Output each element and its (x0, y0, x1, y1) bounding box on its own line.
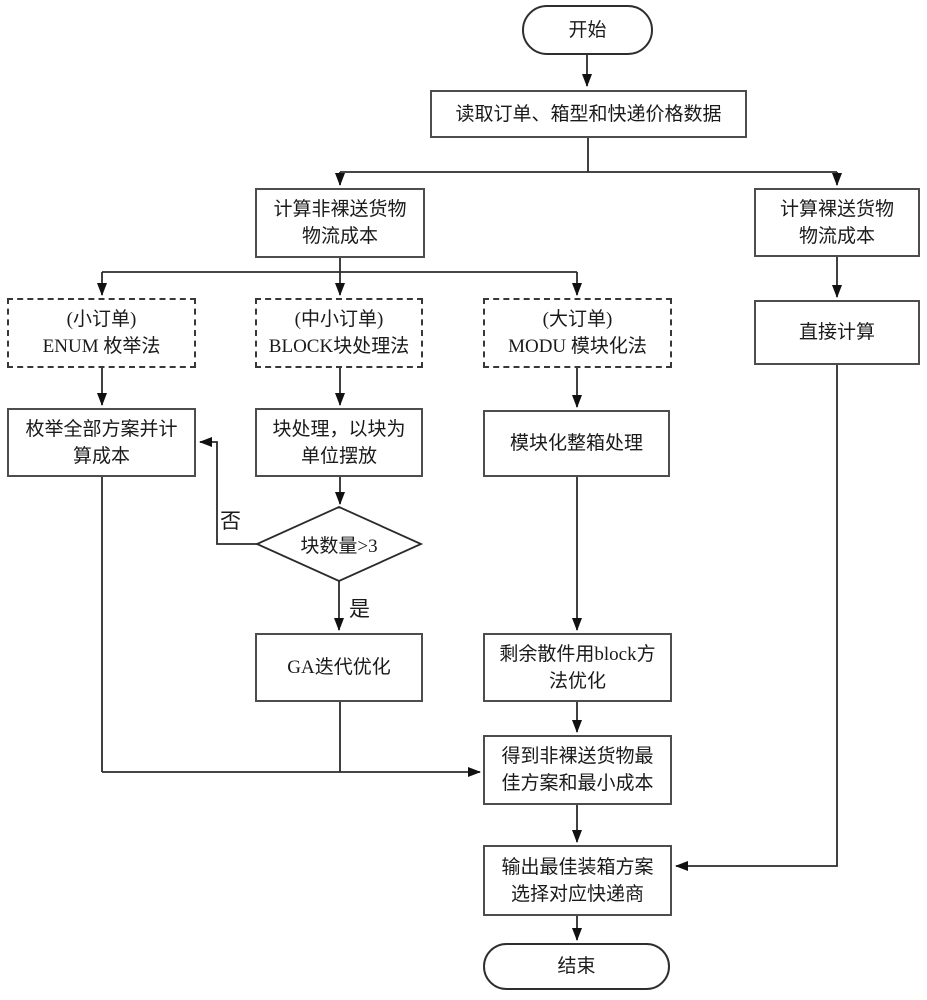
node-read-data-label: 读取订单、箱型和快递价格数据 (455, 103, 722, 125)
node-line: 块处理，以块为 (272, 418, 406, 440)
node-end: 结束 (483, 943, 670, 990)
node-line: 计算裸送货物 (779, 198, 894, 220)
node-line: (小订单) (66, 309, 137, 330)
node-modularize-label: 模块化整箱处理 (509, 433, 643, 454)
node-enum-method: (小订单) ENUM 枚举法 (7, 298, 196, 368)
decision-diamond-shape (254, 506, 424, 582)
node-line: 单位摆放 (300, 445, 377, 467)
node-best-plan-min-cost: 得到非裸送货物最 佳方案和最小成本 (483, 735, 672, 805)
node-block-processing: 块处理，以块为 单位摆放 (255, 408, 423, 477)
node-line: BLOCK块处理法 (268, 336, 410, 357)
node-line: 佳方案和最小成本 (501, 773, 654, 794)
node-ga-optimization: GA迭代优化 (255, 633, 423, 702)
node-ga-label: GA迭代优化 (287, 657, 391, 678)
edge-decision-no-to-enum-all (199, 437, 258, 545)
node-line: 剩余散件用block方 (499, 643, 656, 665)
node-modu-method: (大订单) MODU 模块化法 (483, 298, 672, 368)
node-modularize-whole-box: 模块化整箱处理 (483, 410, 670, 477)
edge-label-yes: 是 (349, 597, 370, 621)
edge-direct-to-output (675, 365, 838, 871)
node-line: 得到非裸送货物最 (501, 746, 654, 767)
node-line: (大订单) (542, 309, 613, 330)
node-line: 物流成本 (301, 226, 378, 247)
node-direct-calc-label: 直接计算 (798, 322, 875, 343)
node-direct-calc: 直接计算 (754, 300, 920, 365)
node-line: 法优化 (548, 670, 606, 692)
node-block-method: (中小订单) BLOCK块处理法 (255, 298, 423, 368)
node-remainder-block-optimize: 剩余散件用block方 法优化 (483, 633, 672, 702)
node-start-label: 开始 (568, 19, 607, 41)
node-start: 开始 (522, 5, 653, 55)
node-line: ENUM 枚举法 (42, 336, 161, 357)
node-output-plan-carrier: 输出最佳装箱方案 选择对应快递商 (483, 845, 672, 916)
node-line: 物流成本 (798, 225, 875, 247)
node-line: (中小订单) (294, 309, 384, 330)
node-line: 选择对应快递商 (510, 883, 644, 905)
node-line: 输出最佳装箱方案 (501, 856, 654, 878)
node-calc-nonbare-cost: 计算非裸送货物 物流成本 (255, 188, 425, 258)
node-line: 枚举全部方案并计 (25, 418, 178, 440)
node-line: 计算非裸送货物 (273, 199, 407, 220)
node-line: MODU 模块化法 (508, 336, 647, 357)
node-end-label: 结束 (557, 956, 596, 977)
node-read-data: 读取订单、箱型和快递价格数据 (430, 90, 747, 138)
node-enumerate-all-plans: 枚举全部方案并计 算成本 (7, 408, 196, 477)
node-calc-bare-cost: 计算裸送货物 物流成本 (754, 188, 920, 257)
decision-block-count-label: 块数量>3 (300, 536, 378, 557)
edge-label-no: 否 (220, 509, 241, 533)
node-line: 算成本 (72, 445, 130, 467)
